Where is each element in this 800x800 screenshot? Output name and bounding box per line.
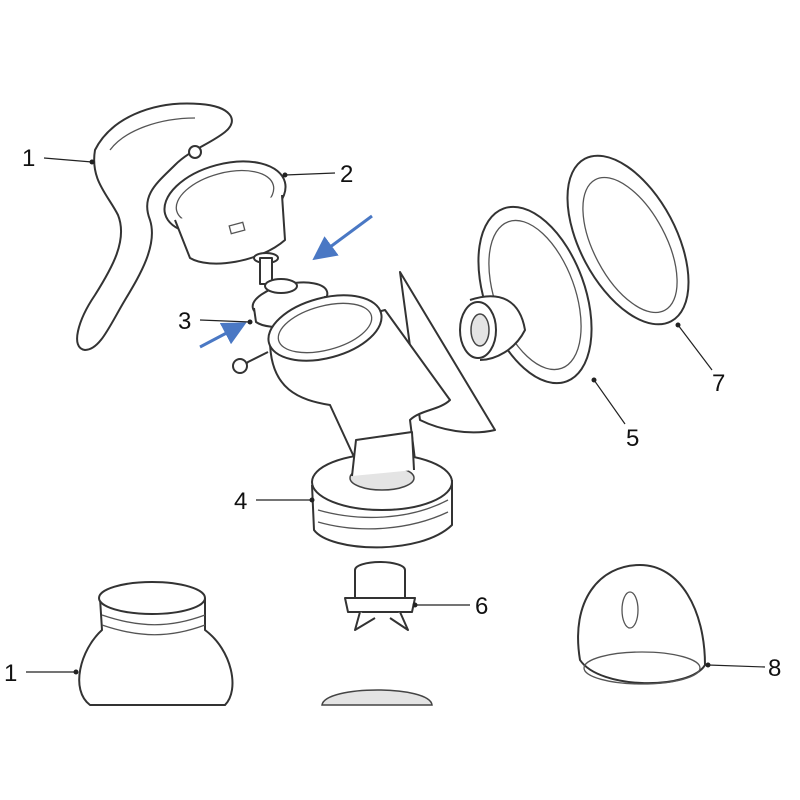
blue-arrow-upper [312,214,373,261]
label-valve-piston: 3 [178,308,191,335]
label-massage-cushion: 7 [712,370,725,397]
diaphragm-cap-part [163,160,287,265]
label-diaphragm-cap: 2 [340,161,353,188]
blue-arrow-lower [199,322,247,349]
bottle-part [78,581,234,706]
lid-part [577,564,706,685]
funnel-cushion-part [459,205,593,385]
leader-lines [26,157,766,675]
valve-part [344,561,416,631]
label-lid: 8 [768,655,781,682]
label-valve: 6 [475,593,488,620]
handle-part [76,102,233,351]
label-bottle: 1 [4,660,17,687]
bottle-base-part [321,689,433,706]
bottle-ring-part [311,431,453,549]
label-funnel-cushion: 5 [626,425,639,452]
massage-cushion-part [566,154,690,326]
label-bottle-ring: 4 [234,488,247,515]
pump-body-part [232,271,496,471]
label-handle: 1 [22,145,35,172]
